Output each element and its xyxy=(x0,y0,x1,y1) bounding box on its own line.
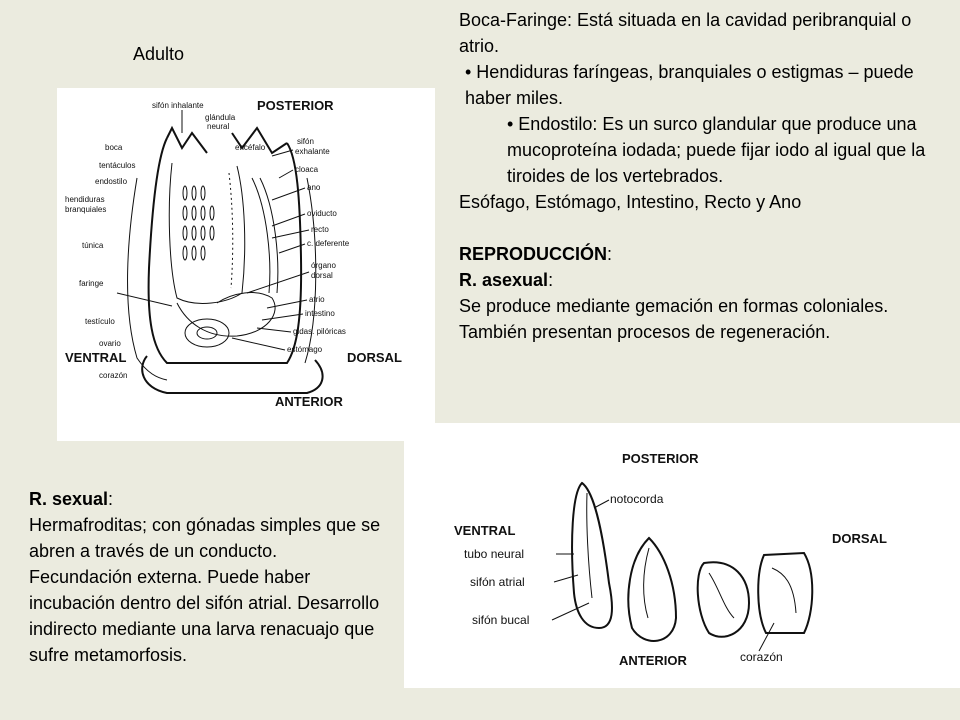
gonad xyxy=(185,319,229,347)
pointer-faringe xyxy=(117,293,172,306)
reproduccion-heading: REPRODUCCIÓN: xyxy=(459,241,954,267)
reproduccion-heading-colon: : xyxy=(607,244,612,264)
label-encefalo: encéfalo xyxy=(235,143,266,152)
label-sifon: sifón xyxy=(297,137,314,146)
adult-ascidian-diagram: sifón inhalante POSTERIOR glándula neura… xyxy=(57,88,435,441)
outer-tunic-left xyxy=(128,178,167,380)
vas-deferens xyxy=(260,178,278,293)
label-gldas-piloricas: gldas. pilóricas xyxy=(293,327,346,336)
larva-notochord xyxy=(587,493,592,598)
inhalant-siphon xyxy=(167,128,207,153)
label-posterior: POSTERIOR xyxy=(257,98,334,113)
larva-metamorphosis-figure: POSTERIOR ANTERIOR VENTRAL DORSAL notoco… xyxy=(404,423,960,688)
larva-label-dorsal: DORSAL xyxy=(832,531,887,546)
label-testiculo: testículo xyxy=(85,317,115,326)
label-organo: órgano xyxy=(311,261,336,270)
right-text-block: Boca-Faringe: Está situada en la cavidad… xyxy=(459,7,954,345)
stomach-intestine xyxy=(177,293,275,337)
larva-label-posterior: POSTERIOR xyxy=(622,451,699,466)
larva-label-sifon-bucal: sifón bucal xyxy=(472,613,529,627)
label-atrio: atrio xyxy=(309,295,325,304)
larva-label-corazon: corazón xyxy=(740,650,783,664)
label-ovario: ovario xyxy=(99,339,121,348)
label-corazon: corazón xyxy=(99,371,127,380)
endostyle xyxy=(229,173,233,288)
larva-label-tubo-neural: tubo neural xyxy=(464,547,524,561)
label-tentaculos: tentáculos xyxy=(99,161,135,170)
ovary xyxy=(197,327,217,339)
label-exhalante: exhalante xyxy=(295,147,330,156)
digestive-tract-text: Esófago, Estómago, Intestino, Recto y An… xyxy=(459,189,954,215)
left-text-block: R. sexual: Hermafroditas; con gónadas si… xyxy=(29,486,381,668)
label-c-deferente: c. deferente xyxy=(307,239,350,248)
label-anterior: ANTERIOR xyxy=(275,394,344,409)
sexual-text: Hermafroditas; con gónadas simples que s… xyxy=(29,512,381,668)
label-glandula: glándula xyxy=(205,113,236,122)
label-boca: boca xyxy=(105,143,123,152)
larva-stage-1 xyxy=(572,483,612,628)
larva-label-anterior: ANTERIOR xyxy=(619,653,688,668)
label-neural: neural xyxy=(207,122,229,131)
base-outline xyxy=(142,356,322,393)
larva-stage-2-inner xyxy=(644,548,649,618)
gill-slits xyxy=(183,186,214,260)
reproduccion-heading-text: REPRODUCCIÓN xyxy=(459,244,607,264)
label-hendiduras: hendiduras xyxy=(65,195,105,204)
label-branquiales: branquiales xyxy=(65,205,106,214)
label-dorsal-organ: dorsal xyxy=(311,271,333,280)
adult-ascidian-figure: sifón inhalante POSTERIOR glándula neura… xyxy=(57,88,435,441)
larva-stage-2 xyxy=(628,538,676,641)
larva-stage-3-inner xyxy=(709,573,734,618)
label-cloaca: cloaca xyxy=(295,165,319,174)
r-asexual-heading: R. asexual: xyxy=(459,267,954,293)
label-ventral: VENTRAL xyxy=(65,350,126,365)
larva-label-sifon-atrial: sifón atrial xyxy=(470,575,525,589)
adult-caption: Adulto xyxy=(133,44,184,65)
r-asexual-heading-text: R. asexual xyxy=(459,270,548,290)
label-estomago: estómago xyxy=(287,345,323,354)
larva-label-ventral: VENTRAL xyxy=(454,523,515,538)
r-sexual-heading-colon: : xyxy=(108,489,113,509)
hendiduras-bullet: • Hendiduras faríngeas, branquiales o es… xyxy=(459,59,954,111)
asexual-text: Se produce mediante gemación en formas c… xyxy=(459,293,954,345)
r-sexual-heading-text: R. sexual xyxy=(29,489,108,509)
endostilo-bullet: • Endostilo: Es un surco glandular que p… xyxy=(459,111,954,189)
label-ano: ano xyxy=(307,183,321,192)
r-asexual-heading-colon: : xyxy=(548,270,553,290)
r-sexual-heading: R. sexual: xyxy=(29,486,381,512)
label-sifon-inhalante: sifón inhalante xyxy=(152,101,204,110)
label-endostilo: endostilo xyxy=(95,177,128,186)
label-recto: recto xyxy=(311,225,329,234)
label-intestino: intestino xyxy=(305,309,335,318)
larva-metamorphosis-diagram: POSTERIOR ANTERIOR VENTRAL DORSAL notoco… xyxy=(404,423,960,688)
pharynx-outline xyxy=(169,163,244,303)
boca-faringe-text: Boca-Faringe: Está situada en la cavidad… xyxy=(459,7,954,59)
label-tunica: túnica xyxy=(82,241,104,250)
larva-stage-4 xyxy=(758,553,812,633)
label-faringe: faringe xyxy=(79,279,104,288)
larva-label-notocorda: notocorda xyxy=(610,492,664,506)
label-oviducto: oviducto xyxy=(307,209,337,218)
larva-stage-3 xyxy=(698,562,749,637)
larva-stage-4-inner xyxy=(772,568,796,613)
label-dorsal: DORSAL xyxy=(347,350,402,365)
